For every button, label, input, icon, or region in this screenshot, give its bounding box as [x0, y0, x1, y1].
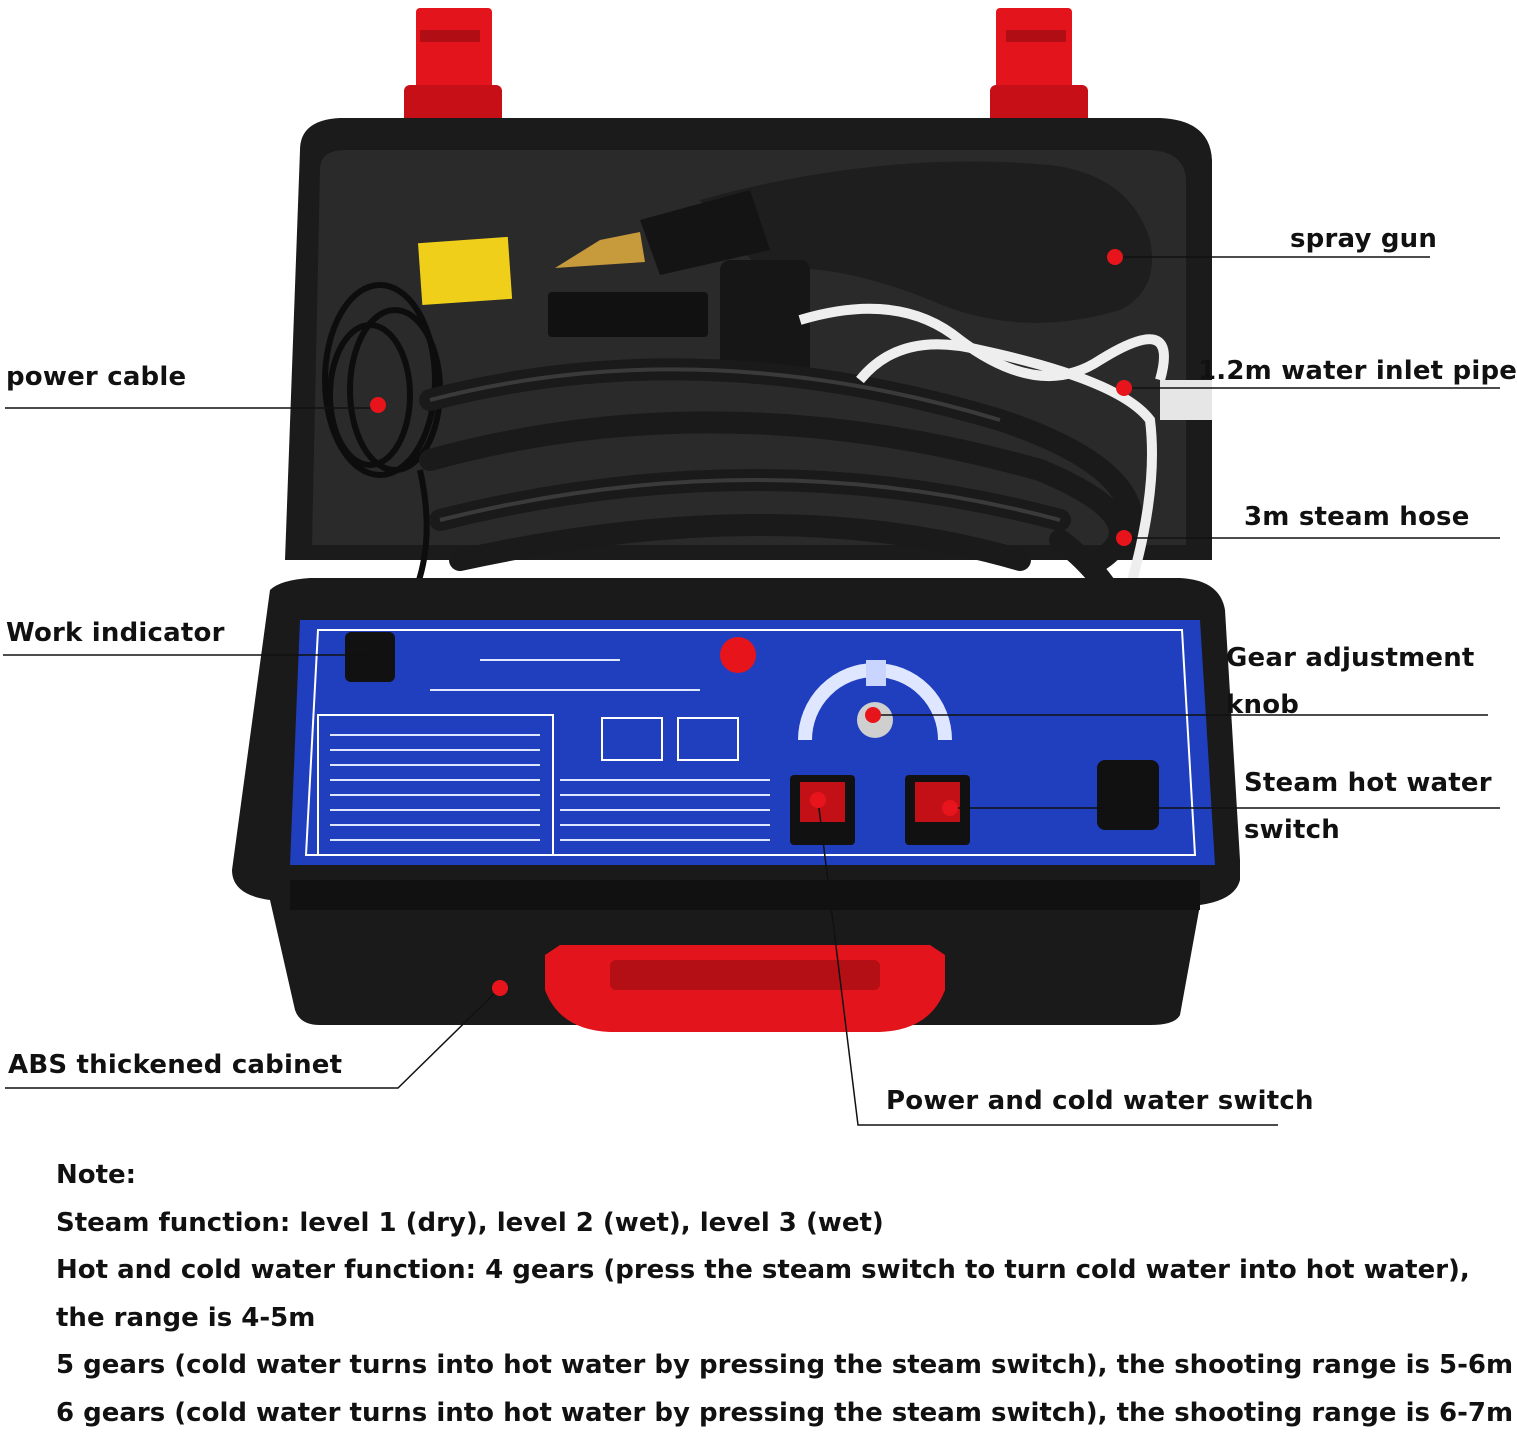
- callout-markers: [370, 249, 1132, 996]
- water-inlet-pipe: [798, 303, 1169, 622]
- label-steam-hose: 3m steam hose: [1244, 502, 1470, 532]
- note-line: 6 gears (cold water turns into hot water…: [56, 1398, 1514, 1428]
- label-power-cable: power cable: [6, 362, 187, 392]
- label-power-cold-switch: Power and cold water switch: [886, 1086, 1314, 1116]
- note-line: 5 gears (cold water turns into hot water…: [56, 1350, 1514, 1380]
- label-water-inlet-pipe: 1.2m water inlet pipe: [1198, 356, 1517, 386]
- label-spray-gun: spray gun: [1290, 224, 1438, 254]
- note-line: Steam function: level 1 (dry), level 2 (…: [56, 1208, 884, 1238]
- control-panel: [290, 620, 1215, 865]
- note-line: Hot and cold water function: 4 gears (pr…: [56, 1255, 1470, 1285]
- label-work-indicator: Work indicator: [6, 618, 225, 648]
- label-steam-switch-line2: switch: [1244, 815, 1340, 845]
- note-heading: Note:: [56, 1160, 137, 1190]
- spray-gun: [548, 161, 1152, 380]
- note-line: the range is 4-5m: [56, 1303, 316, 1333]
- label-steam-switch-line1: Steam hot water: [1244, 768, 1492, 798]
- label-abs-cabinet: ABS thickened cabinet: [8, 1050, 343, 1080]
- label-gear-knob-line2: knob: [1226, 690, 1300, 720]
- label-gear-knob-line1: Gear adjustment: [1226, 643, 1475, 673]
- cable-tag: [418, 236, 513, 306]
- callout-lines: [3, 256, 1500, 1126]
- inlet-connector: [1160, 380, 1212, 420]
